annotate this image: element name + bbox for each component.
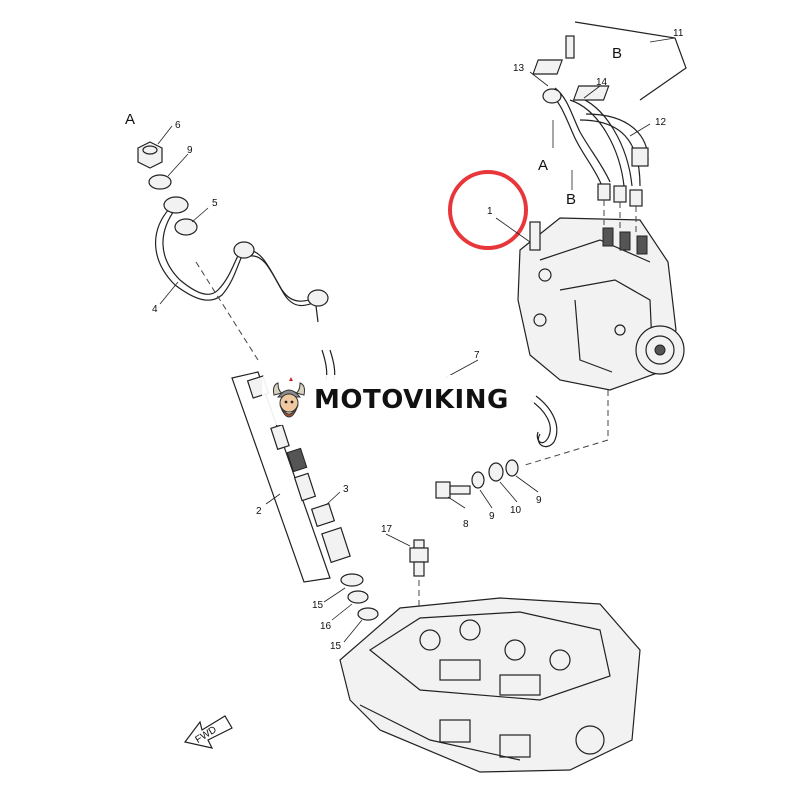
callout-7: 7: [474, 350, 480, 361]
fwd-label: FWD: [194, 724, 219, 745]
callout-2: 2: [256, 506, 262, 517]
callout-9-mid: 9: [489, 511, 495, 522]
callout-8: 8: [463, 519, 469, 530]
washer-part-9-top: [148, 174, 172, 190]
callout-4: 4: [152, 304, 158, 315]
callout-10: 10: [510, 505, 522, 516]
callout-17: 17: [381, 524, 393, 535]
callout-13: 13: [513, 63, 525, 74]
ref-b-lower: B: [566, 191, 576, 208]
injection-pipe-assembly: [155, 196, 329, 323]
banjo-bolt-parts-8-10: [435, 459, 519, 499]
pump-pipes-parts-12-14: [542, 87, 649, 232]
ref-b-upper: B: [612, 45, 622, 62]
callout-leaders: [157, 37, 676, 643]
callout-3: 3: [343, 484, 349, 495]
glow-plug-part-17: [409, 539, 429, 610]
brand-name: MOTOVIKING: [314, 385, 509, 415]
callout-5: 5: [212, 198, 218, 209]
callout-14: 14: [596, 77, 608, 88]
forward-direction-arrow: FWD: [183, 715, 233, 749]
assembly-leader-left: [195, 261, 259, 361]
viking-logo-icon: [273, 377, 305, 418]
callout-6: 6: [175, 120, 181, 131]
callout-11: 11: [673, 28, 684, 39]
highlight-circle-part-1: [448, 170, 528, 250]
clamp-set-part-11: [532, 21, 687, 101]
ref-a-left: A: [125, 111, 135, 128]
cylinder-head: [339, 597, 641, 773]
brand-watermark: MOTOVIKING: [262, 375, 534, 425]
callout-12: 12: [655, 117, 667, 128]
callout-15-upper: 15: [312, 600, 324, 611]
nut-part-6: [137, 141, 163, 169]
callout-1: 1: [487, 206, 493, 217]
callout-9-top: 9: [187, 145, 193, 156]
callout-9-right: 9: [536, 495, 542, 506]
leader-part-1: [495, 217, 531, 243]
fuel-injection-pump-part-1: [517, 217, 685, 391]
ref-a-right: A: [538, 157, 548, 174]
callout-16: 16: [320, 621, 332, 632]
callout-15-lower: 15: [330, 641, 342, 652]
return-line-leader: [524, 390, 609, 466]
